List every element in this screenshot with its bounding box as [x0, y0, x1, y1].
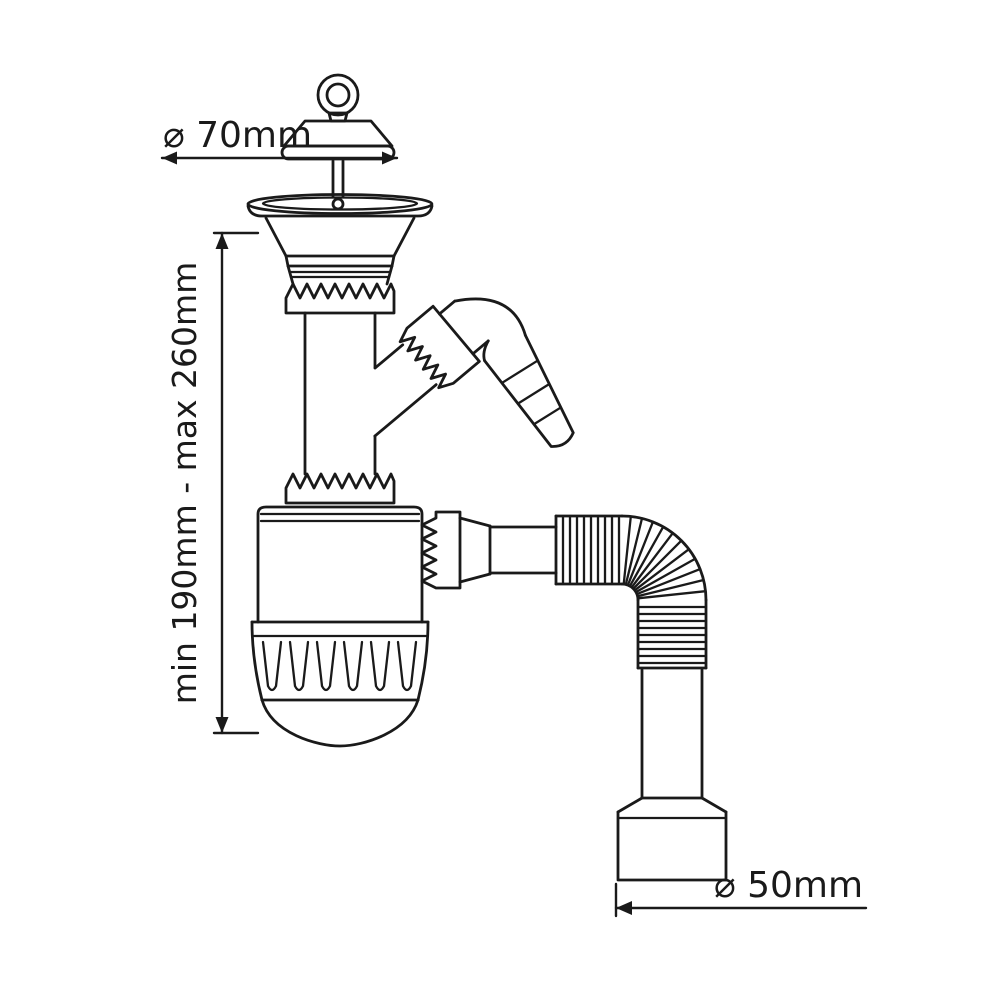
dimension-top-diameter: ⌀ 70mm — [160, 115, 399, 165]
outlet-adapter — [640, 668, 704, 800]
dim-height-label: min 190mm - max 260mm — [165, 262, 204, 705]
arrow-down-icon — [215, 717, 229, 733]
flexible-hose — [554, 514, 708, 670]
dimension-outlet-diameter: ⌀ 50mm — [614, 865, 868, 918]
arrow-left-icon — [162, 151, 177, 165]
outlet-collar — [458, 516, 558, 584]
end-cuff — [616, 796, 728, 882]
upper-nut — [284, 282, 396, 315]
lower-nut — [284, 472, 396, 505]
outlet-nut — [420, 510, 462, 590]
drain-body — [264, 216, 416, 286]
strainer-flange — [246, 193, 434, 218]
arrow-up-icon — [215, 233, 229, 249]
cup-ribs — [261, 640, 418, 692]
branch-nut — [398, 304, 481, 390]
trap-body — [256, 505, 424, 624]
arrow-right-icon — [382, 151, 397, 165]
plug-ring — [316, 73, 360, 123]
inlet-pipe — [303, 311, 377, 476]
washing-machine-branch — [373, 297, 575, 448]
stopper-stem — [331, 159, 345, 198]
arrow-left-icon — [616, 901, 632, 915]
trap-bottom-cup — [250, 620, 430, 748]
dimension-height: min 190mm - max 260mm — [165, 231, 260, 735]
hose-elbow-corrugation — [622, 515, 707, 600]
dim-bottom-label: ⌀ 50mm — [714, 865, 863, 906]
dim-top-label: ⌀ 70mm — [163, 115, 312, 156]
branch-elbow-inner — [482, 339, 490, 363]
hose-barb-connector — [483, 333, 575, 448]
branch-elbow-outer — [453, 297, 527, 337]
